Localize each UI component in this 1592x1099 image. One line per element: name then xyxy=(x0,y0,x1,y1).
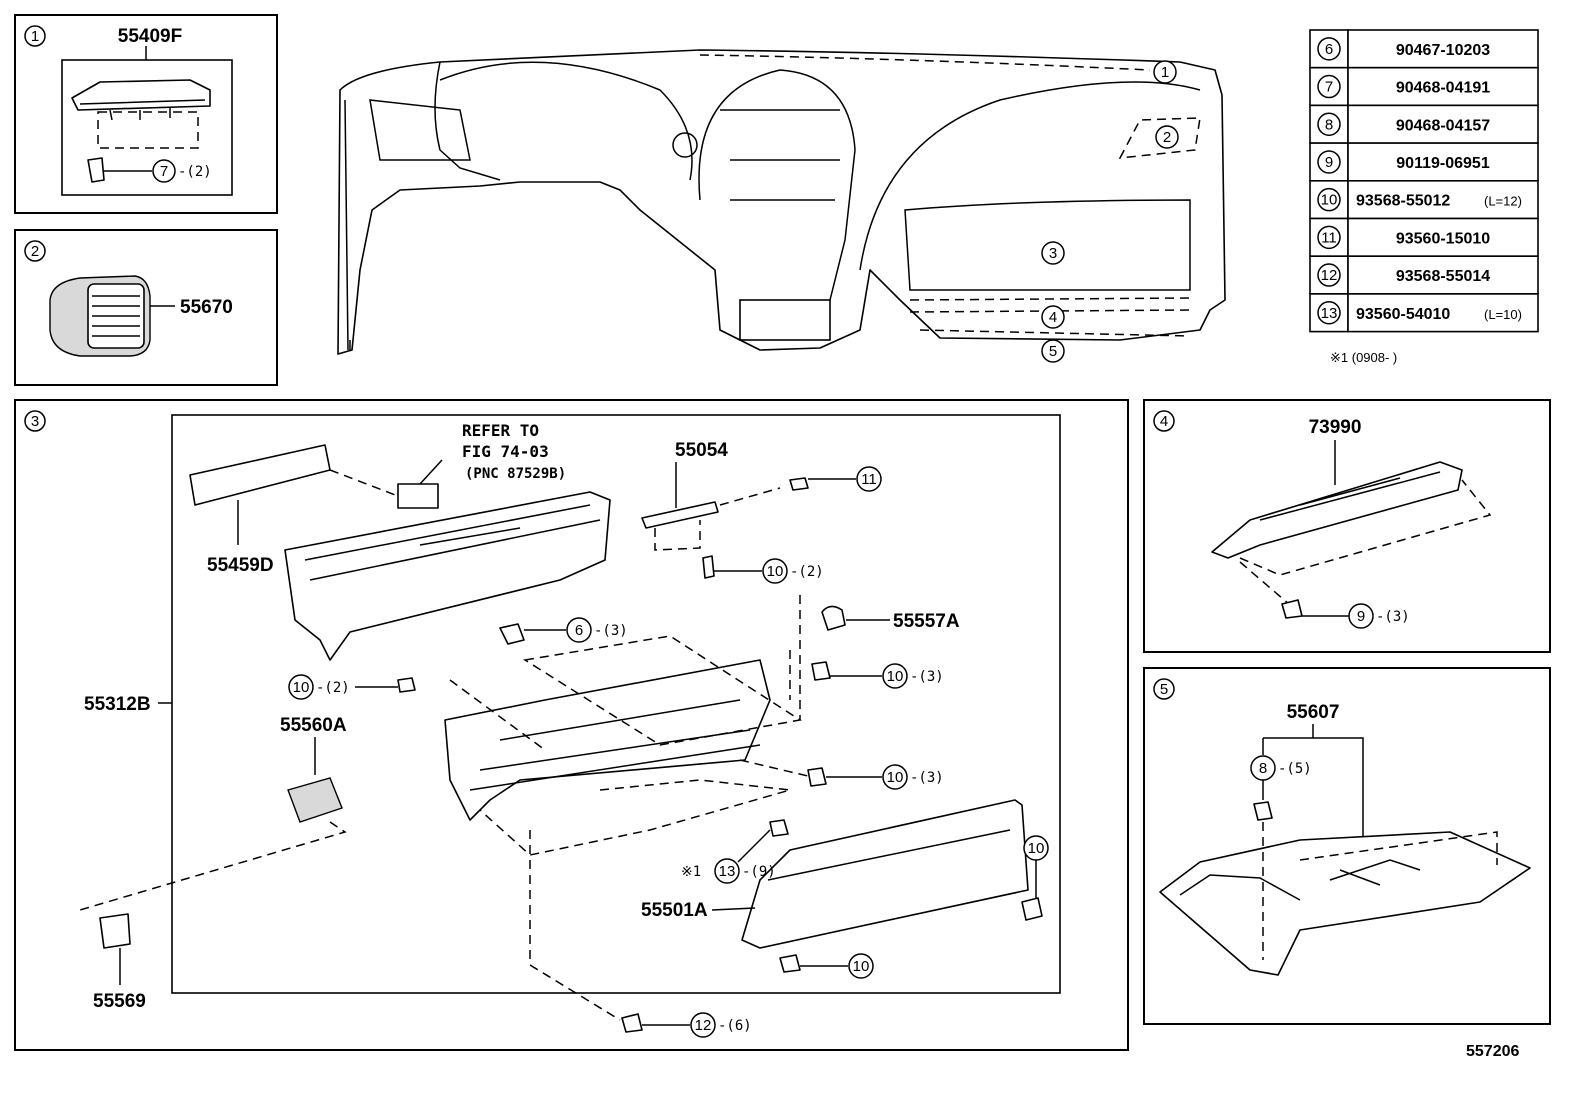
table-row-number: 10 xyxy=(1321,192,1338,209)
panel-4-trim: 4 73990 9 -(3) xyxy=(1143,399,1551,653)
table-row-marker xyxy=(1317,301,1341,325)
table-row-pn-cell xyxy=(1347,66,1539,107)
table-row-part-number: 93568-55012 xyxy=(1356,193,1450,210)
callout-12: 12 xyxy=(695,1017,712,1034)
callout-6: 6 xyxy=(575,622,583,639)
callout-7: 7 xyxy=(160,163,168,180)
table-row-number: 13 xyxy=(1321,305,1338,322)
callout-10-c: 10 xyxy=(887,668,904,685)
callout-10-c-qty: -(3) xyxy=(910,669,944,685)
part-55557A-label: 55557A xyxy=(893,611,960,632)
table-row-number: 12 xyxy=(1321,267,1338,284)
part-55409F-label: 55409F xyxy=(118,26,182,47)
callout-13: 13 xyxy=(719,863,736,880)
callout-10-d-qty: -(3) xyxy=(910,770,944,786)
panel-5-under-cover: 5 55607 8 -(5) xyxy=(1143,667,1551,1025)
refer-line-3: (PNC 87529B) xyxy=(465,466,566,482)
panel-5-marker: 5 xyxy=(1160,681,1168,698)
table-row-marker xyxy=(1317,37,1341,61)
table-row-length: (L=12) xyxy=(1484,194,1522,209)
part-55670-label: 55670 xyxy=(180,297,233,318)
callout-12-qty: -(6) xyxy=(718,1018,752,1034)
callout-10-d: 10 xyxy=(887,769,904,786)
panel-1-marker: 1 xyxy=(31,28,39,45)
callout-10-b-qty: -(2) xyxy=(316,680,350,696)
table-row-pn-cell xyxy=(1347,293,1539,333)
callout-10-b: 10 xyxy=(293,679,310,696)
table-row-part-number: 93568-55014 xyxy=(1396,268,1490,285)
callout-10-e: 10 xyxy=(1028,840,1045,857)
panel-3-glove-box: 3 REFER TO FIG 74-03 (PNC 87529B) 55459D… xyxy=(14,399,1129,1051)
panel-4-marker: 4 xyxy=(1160,413,1168,430)
table-row-part-number: 90468-04157 xyxy=(1396,117,1490,134)
dashboard-assembly: 1 2 3 4 5 xyxy=(337,49,1226,363)
callout-10-a-qty: -(2) xyxy=(790,564,824,580)
callout-7-qty: -(2) xyxy=(178,164,212,180)
table-row-pn-cell xyxy=(1347,104,1539,144)
table-row-marker xyxy=(1317,150,1341,174)
refer-line-2: FIG 74-03 xyxy=(462,442,549,461)
table-row-length: (L=10) xyxy=(1484,307,1522,322)
table-row-marker xyxy=(1317,263,1341,287)
table-row-marker xyxy=(1317,112,1341,136)
panel-2-marker: 2 xyxy=(31,243,39,260)
part-55501A-label: 55501A xyxy=(641,900,708,921)
callout-10-a: 10 xyxy=(767,563,784,580)
table-row-part-number: 93560-54010 xyxy=(1356,306,1450,323)
table-row-part-number: 90468-04191 xyxy=(1396,80,1490,97)
callout-9-qty: -(3) xyxy=(1376,609,1410,625)
table-row-marker xyxy=(1317,187,1341,212)
table-row-part-number: 93560-15010 xyxy=(1396,230,1490,247)
part-55607-label: 55607 xyxy=(1287,702,1340,723)
dash-callout-1: 1 xyxy=(1161,64,1169,81)
callout-6-qty: -(3) xyxy=(594,623,628,639)
footnote: ※1 (0908- ) xyxy=(1330,350,1397,365)
table-row-number: 7 xyxy=(1325,79,1333,96)
table-row-marker xyxy=(1317,225,1341,250)
part-55312B-label: 55312B xyxy=(84,694,151,715)
dash-callout-2: 2 xyxy=(1163,129,1171,146)
part-55054-label: 55054 xyxy=(675,440,728,461)
panel-3-marker: 3 xyxy=(31,413,39,430)
table-row-pn-cell xyxy=(1347,217,1539,258)
table-row-number: 9 xyxy=(1325,154,1333,171)
callout-10-f: 10 xyxy=(853,958,870,975)
callout-13-qty: -(9) xyxy=(742,864,776,880)
table-row-number: 11 xyxy=(1321,229,1337,246)
dash-callout-4: 4 xyxy=(1049,309,1057,326)
dash-callout-5: 5 xyxy=(1049,343,1057,360)
callout-9: 9 xyxy=(1357,608,1365,625)
table-row-pn-cell xyxy=(1347,142,1539,182)
table-row-number: 8 xyxy=(1325,116,1333,133)
callout-8: 8 xyxy=(1259,760,1267,777)
part-55560A-label: 55560A xyxy=(280,715,347,736)
table-row-part-number: 90119-06951 xyxy=(1396,155,1490,172)
table-row-part-number: 90467-10203 xyxy=(1396,42,1490,59)
table-row-number: 6 xyxy=(1325,41,1333,58)
table-row-marker xyxy=(1317,74,1341,99)
refer-line-1: REFER TO xyxy=(462,421,539,440)
note-mark: ※1 xyxy=(681,864,701,880)
panel-1-vent-grille: 1 55409F 7 -(2) xyxy=(14,14,278,214)
dash-callout-3: 3 xyxy=(1049,245,1057,262)
part-55569-label: 55569 xyxy=(93,991,146,1012)
figure-code: 557206 xyxy=(1466,1043,1519,1060)
parts-table: 6 90467-10203 7 90468-04191 8 90468-04157 9 901… xyxy=(1309,29,1539,333)
part-73990-label: 73990 xyxy=(1309,417,1362,438)
panel-2-side-vent: 2 55670 xyxy=(14,229,278,386)
part-55459D-label: 55459D xyxy=(207,555,274,576)
callout-8-qty: -(5) xyxy=(1278,761,1312,777)
callout-11: 11 xyxy=(861,471,877,488)
